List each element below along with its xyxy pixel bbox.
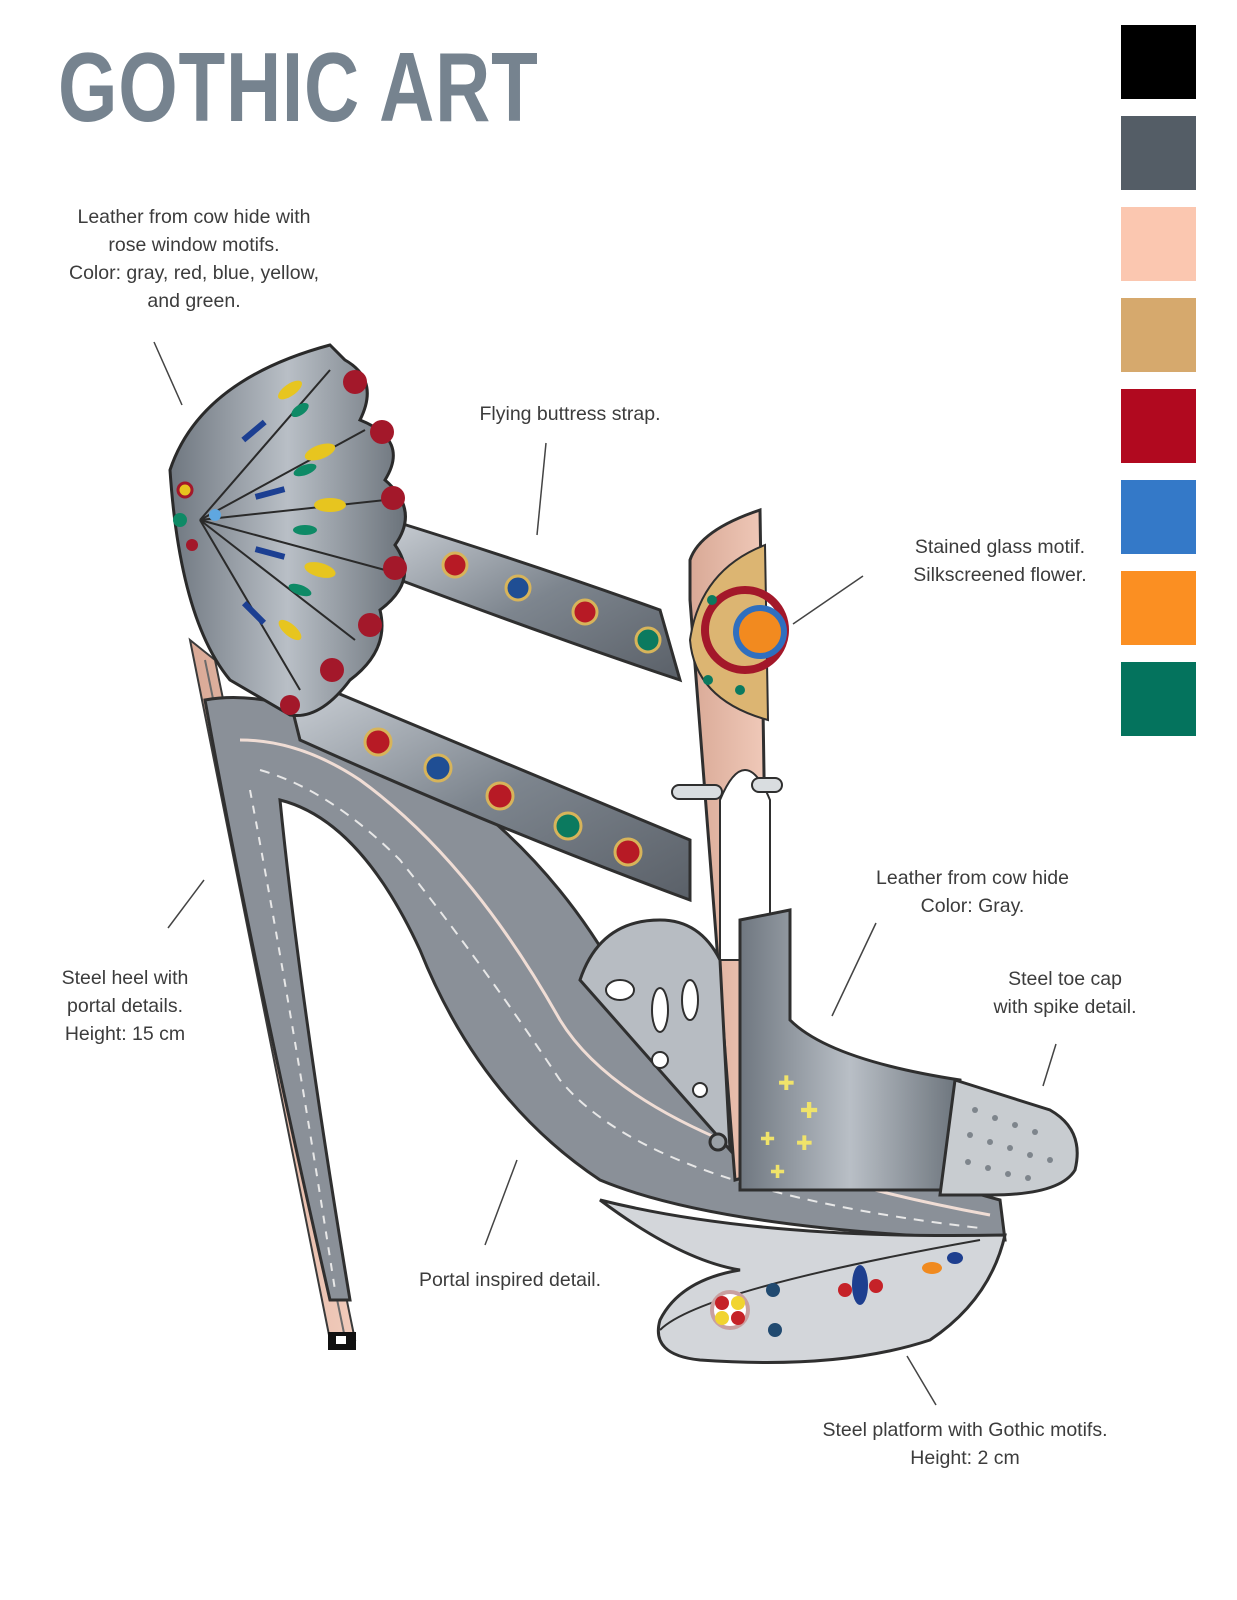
swatch-black xyxy=(1121,25,1196,99)
svg-text:✚: ✚ xyxy=(800,1099,818,1124)
annotation-steel-platform: Steel platform with Gothic motifs. Heigh… xyxy=(822,1419,1108,1469)
steel-platform xyxy=(599,1198,1007,1364)
swatch-teal-green xyxy=(1121,662,1196,736)
svg-text:✚: ✚ xyxy=(796,1131,813,1155)
swatch-slate-gray xyxy=(1121,116,1196,190)
steel-toe-cap xyxy=(938,1078,1079,1197)
annotation-portal-detail: Portal inspired detail. xyxy=(418,1269,602,1291)
color-palette xyxy=(1121,25,1196,753)
annotation-stained-glass: Stained glass motif. Silkscreened flower… xyxy=(913,536,1087,586)
annotation-vamp-leather: Leather from cow hide Color: Gray. xyxy=(876,867,1069,917)
swatch-tan xyxy=(1121,298,1196,372)
rose-window-heel-counter xyxy=(168,343,407,718)
svg-text:✚: ✚ xyxy=(778,1071,795,1095)
swatch-orange xyxy=(1121,571,1196,645)
svg-text:✚: ✚ xyxy=(770,1162,785,1183)
gray-leather-vamp: ✚ ✚ ✚ ✚ ✚ xyxy=(738,908,962,1192)
annotation-heel-counter: Leather from cow hide with rose window m… xyxy=(68,206,319,312)
annotation-flying-buttress-strap: Flying buttress strap. xyxy=(479,403,661,425)
swatch-crimson xyxy=(1121,389,1196,463)
annotation-toe-cap: Steel toe cap with spike detail. xyxy=(993,968,1137,1018)
page-title: GOTHIC ART xyxy=(58,32,539,142)
annotation-steel-heel: Steel heel with portal details. Height: … xyxy=(61,967,189,1045)
swatch-peach xyxy=(1121,207,1196,281)
swatch-blue xyxy=(1121,480,1196,554)
upper-buttress-strap xyxy=(388,517,683,683)
svg-text:✚: ✚ xyxy=(760,1129,775,1150)
lower-buttress-strap xyxy=(288,688,692,903)
gothic-filigree-panel xyxy=(578,918,732,1155)
